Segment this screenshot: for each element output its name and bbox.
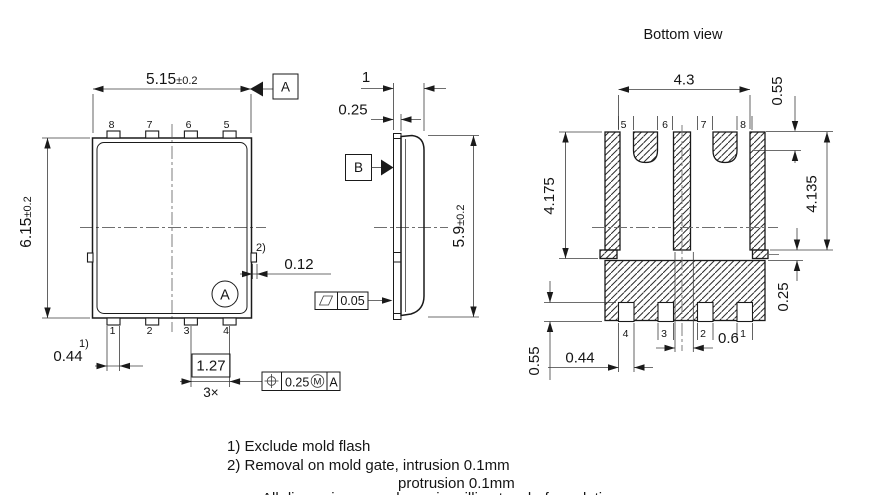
side-detail-lines xyxy=(393,138,406,314)
notes: 1) Exclude mold flash 2) Removal on mold… xyxy=(227,438,619,495)
front-view: A 5.15±0.2 6.15±0.2 8 7 6 5 1 2 3 4 0.44… xyxy=(18,71,341,400)
pin-label-6: 6 xyxy=(186,119,192,131)
datum-b-label: B xyxy=(354,160,363,175)
front-package-inner-outline xyxy=(96,142,248,314)
pin-label-8: 8 xyxy=(109,119,115,131)
gate-dimension: 0.12 xyxy=(284,256,313,273)
front-dimension-lines xyxy=(42,88,331,387)
datum-a-flag: A xyxy=(250,73,299,100)
front-left-gate-bump xyxy=(86,252,94,263)
fcf-datum: A xyxy=(329,376,338,390)
pin-label-8: 8 xyxy=(740,119,746,131)
pin-label-4: 4 xyxy=(623,328,629,340)
bottom-pin-labels-bottom: 4 3 2 1 xyxy=(623,328,747,340)
bottom-right-height-dimension: 4.135 xyxy=(804,175,821,213)
feature-control-frame: 0.25 M A xyxy=(261,371,341,391)
bottom-top-notch-dimension: 0.55 xyxy=(769,76,786,105)
bottom-centerlines xyxy=(592,125,780,351)
note-1: 1) Exclude mold flash xyxy=(227,438,370,455)
note-2-continued: protrusion 0.1mm xyxy=(398,475,515,492)
bottom-gap-dimension: 0.25 xyxy=(775,282,792,311)
svg-text:M: M xyxy=(314,377,322,388)
front-bottom-leads xyxy=(106,317,237,326)
pitch-dimension-box xyxy=(191,353,231,378)
pin-label-3: 3 xyxy=(184,325,190,337)
flatness-callout: 0.05 xyxy=(314,291,393,310)
bottom-pad-w-dimension: 0.44 xyxy=(565,350,594,367)
front-right-gate-bump xyxy=(250,252,258,263)
bottom-pad-height-dimension: 0.55 xyxy=(526,346,543,375)
pin-label-7: 7 xyxy=(701,119,707,131)
marking-circle-a: A xyxy=(211,280,239,308)
pin-label-7: 7 xyxy=(147,119,153,131)
pitch-dimension: 1.27 xyxy=(196,358,225,375)
datum-a-label: A xyxy=(281,80,290,95)
pin-label-1: 1 xyxy=(110,325,116,337)
side-view: 1 0.25 5.9±0.2 B 0.05 xyxy=(314,69,479,320)
bottom-pin-labels-top: 5 6 7 8 xyxy=(621,119,747,131)
side-lead-thickness-dimension: 0.25 xyxy=(338,102,367,119)
mmc-modifier-icon: M xyxy=(310,374,325,388)
footnote-ref-2: 2) xyxy=(256,242,266,254)
side-body-outline xyxy=(400,134,425,317)
svg-text:A: A xyxy=(220,288,230,304)
front-pin-labels-top: 8 7 6 5 xyxy=(109,119,230,131)
flatness-value: 0.05 xyxy=(340,294,364,308)
bottom-left-height-dimension: 4.175 xyxy=(541,177,558,215)
side-leadframe-strip xyxy=(393,133,402,320)
bottom-metal-shapes xyxy=(599,131,769,322)
front-lead-width-dimension: 0.44 xyxy=(53,348,82,365)
pin-label-2: 2 xyxy=(700,328,706,340)
fcf-tolerance: 0.25 xyxy=(285,376,309,390)
position-tolerance-icon xyxy=(264,374,279,388)
pin-label-4: 4 xyxy=(223,325,229,337)
pin-label-6: 6 xyxy=(662,119,668,131)
pitch-count: 3× xyxy=(203,385,218,400)
footnote-ref-1: 1) xyxy=(79,338,89,350)
side-thickness-dimension: 1 xyxy=(362,69,370,86)
bottom-pad-width-dimension: 4.3 xyxy=(674,72,695,89)
bottom-view-title: Bottom view xyxy=(644,27,723,43)
pin-label-2: 2 xyxy=(147,325,153,337)
pin-label-1: 1 xyxy=(740,328,746,340)
note-clipped: All dimensions are shown in millimeters … xyxy=(262,490,619,495)
front-centerlines xyxy=(80,124,266,332)
front-top-leads xyxy=(106,130,237,139)
front-width-dimension: 5.15±0.2 xyxy=(146,71,198,88)
front-pin-labels-bottom: 1 2 3 4 xyxy=(110,325,230,337)
side-dimension-lines xyxy=(361,83,479,318)
front-package-outline xyxy=(91,137,253,319)
note-2: 2) Removal on mold gate, intrusion 0.1mm xyxy=(227,457,510,474)
bottom-slot-dimension: 0.6 xyxy=(718,330,739,347)
datum-b-flag: B xyxy=(345,154,394,181)
pin-label-3: 3 xyxy=(661,328,667,340)
flatness-icon xyxy=(318,295,334,306)
bottom-view: Bottom view xyxy=(526,27,833,380)
front-height-dimension: 6.15±0.2 xyxy=(18,196,35,248)
side-dimension-arrows xyxy=(383,85,477,317)
pin-label-5: 5 xyxy=(621,119,627,131)
pin-label-5: 5 xyxy=(224,119,230,131)
side-height-dimension: 5.9±0.2 xyxy=(451,205,468,248)
bottom-pin-pads xyxy=(617,301,754,323)
